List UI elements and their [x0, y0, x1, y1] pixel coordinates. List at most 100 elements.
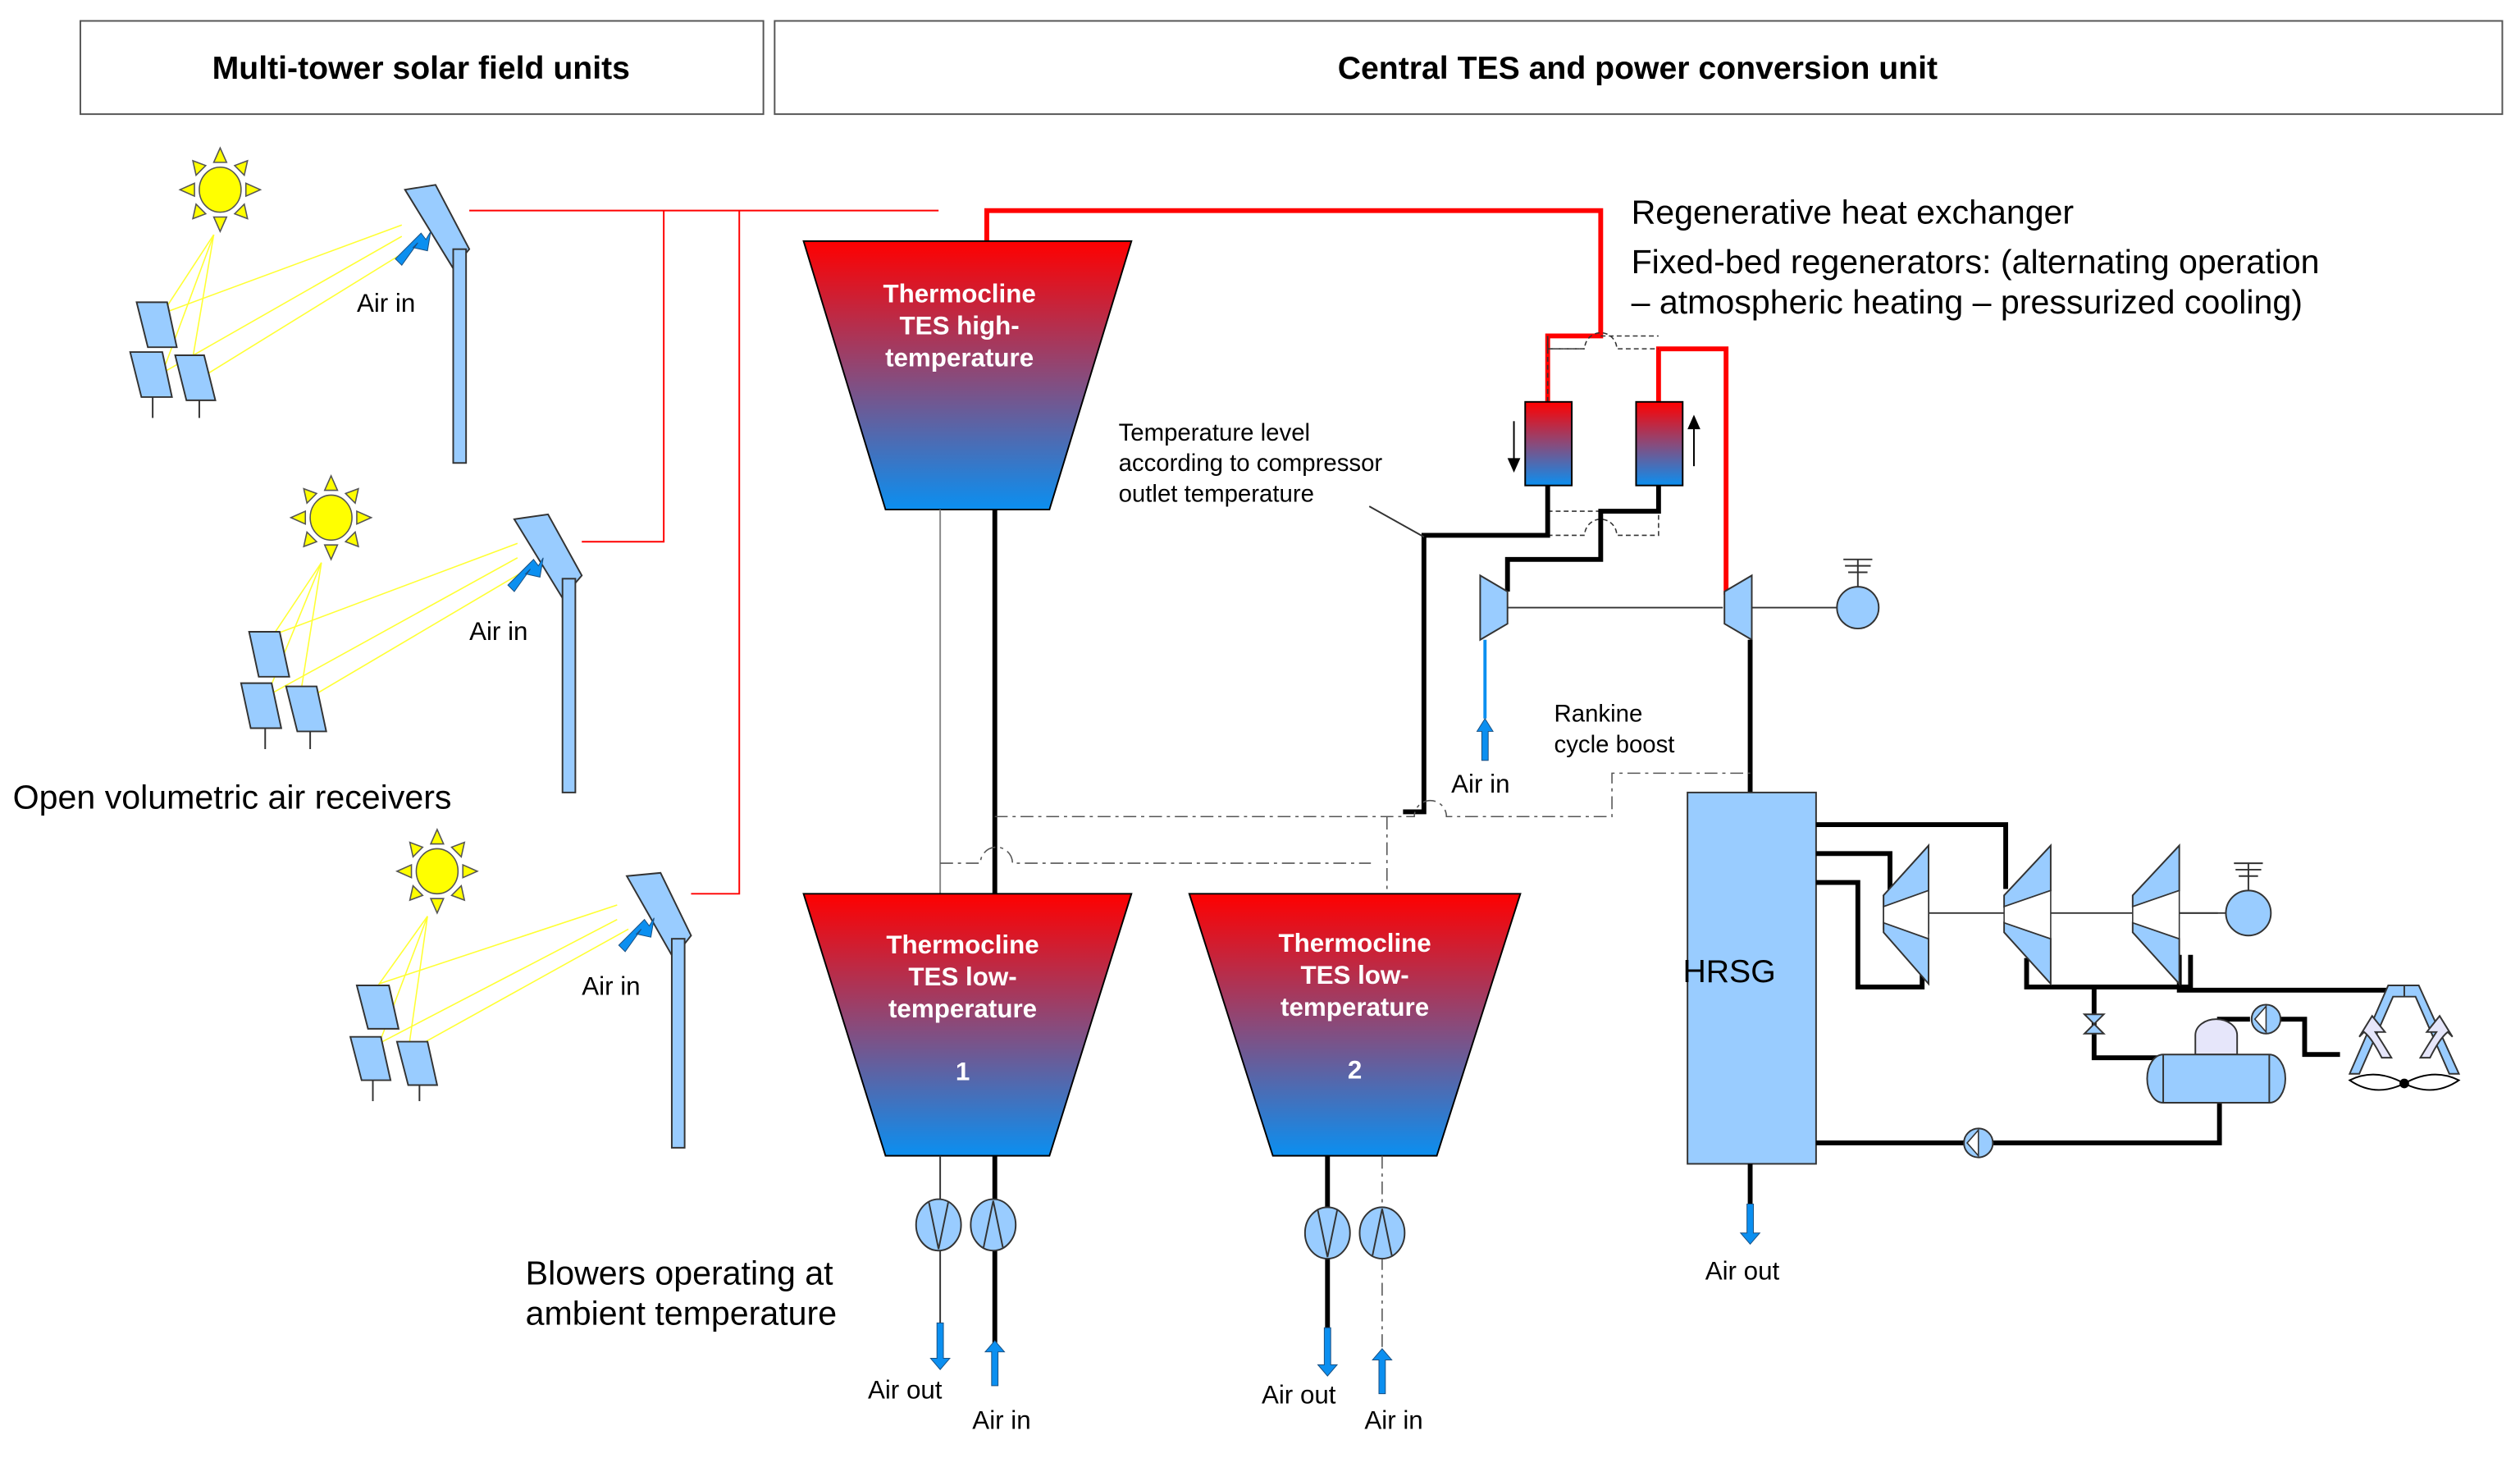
svg-text:outlet temperature: outlet temperature [1119, 480, 1314, 507]
blower-icon [970, 1198, 1017, 1252]
tes-connecting-pipes [939, 510, 998, 894]
steam-turbine-ip [2003, 843, 2052, 986]
heliostat-field [129, 301, 217, 418]
rankine-annotation: Rankine cycle boost [1554, 701, 1675, 758]
flow-down-arrow-icon [1507, 458, 1521, 473]
svg-text:temperature: temperature [888, 994, 1037, 1023]
svg-text:Thermocline: Thermocline [883, 279, 1035, 308]
feedwater-tank [2146, 1018, 2286, 1104]
steam-turbine-hp [1882, 843, 1929, 986]
header-solar-field: Multi-tower solar field units [79, 20, 765, 116]
blowers-annotation: Blowers operating at ambient temperature [526, 1254, 837, 1332]
svg-text:Rankine: Rankine [1554, 701, 1643, 728]
receiver-2 [513, 513, 583, 600]
gas-turbine-set: Air in [1451, 558, 1880, 798]
svg-text:ambient temperature: ambient temperature [526, 1294, 837, 1332]
svg-text:Thermocline: Thermocline [1278, 929, 1431, 958]
svg-text:Temperature level: Temperature level [1119, 419, 1310, 446]
tower-2-pole [561, 578, 577, 793]
air-in-arrow-icon [507, 557, 544, 592]
svg-text:Thermocline: Thermocline [886, 930, 1039, 959]
sun-icon [179, 147, 262, 232]
header-central-unit: Central TES and power conversion unit [774, 20, 2504, 116]
temp-level-annotation: Temperature level according to compresso… [1119, 419, 1383, 507]
tes-high-temperature-tank: Thermocline TES high- temperature [802, 240, 1133, 511]
svg-text:Blowers operating at: Blowers operating at [526, 1254, 833, 1291]
steam-cycle [1815, 822, 2461, 1159]
compressor [1479, 574, 1509, 642]
tes-low-temperature-tank-1: Thermocline TES low- temperature 1 [802, 893, 1133, 1157]
regen-desc-1: Fixed-bed regenerators: (alternating ope… [1632, 243, 2320, 281]
solar-tower-3: Air in [349, 829, 692, 1149]
air-in-arrow-icon [1476, 717, 1494, 761]
tank-number: 2 [1348, 1056, 1362, 1085]
tank-1-blowers: Air out Air in [868, 1155, 1031, 1435]
sun-icon [396, 829, 478, 914]
receivers-caption: Open volumetric air receivers [13, 778, 452, 816]
hrsg-label: HRSG [1682, 954, 1775, 990]
hrsg-air-out-label: Air out [1705, 1257, 1780, 1286]
regenerator-1 [1507, 400, 1573, 487]
sun-icon [290, 475, 372, 560]
compressed-air-pipes [1403, 485, 1661, 815]
tes-low-temperature-tank-2: Thermocline TES low- temperature 2 [1188, 893, 1522, 1157]
blower-icon [1358, 1206, 1406, 1260]
svg-text:according to compressor: according to compressor [1119, 450, 1383, 477]
svg-text:TES high-: TES high- [900, 312, 1020, 341]
steam-turbine-lp [2131, 843, 2180, 986]
hot-air-collector-lines [469, 209, 939, 895]
air-out-arrow-icon [929, 1322, 951, 1370]
tank-2-air-out-label: Air out [1262, 1380, 1336, 1409]
svg-text:temperature: temperature [1281, 993, 1429, 1022]
cooling-tower-condenser-icon [2348, 985, 2461, 1091]
air-out-arrow-icon [1739, 1203, 1761, 1245]
annotation-leader [1368, 505, 1425, 538]
header-solar-field-title: Multi-tower solar field units [212, 51, 630, 86]
tank-1-air-out-label: Air out [868, 1376, 943, 1405]
receiver-3 [625, 871, 692, 960]
heliostat-field [349, 985, 439, 1102]
tank-1-air-in-label: Air in [972, 1406, 1030, 1435]
bypass-dashdot-lines [940, 772, 1751, 894]
regenerator-annotation: Regenerative heat exchanger Fixed-bed re… [1632, 193, 2320, 321]
blower-icon [915, 1198, 962, 1252]
steam-generator-icon [2225, 889, 2272, 937]
svg-text:TES low-: TES low- [908, 962, 1016, 991]
receiver-1 [404, 184, 471, 270]
tower-3-air-label: Air in [582, 972, 640, 1001]
tank-2-blowers: Air out Air in [1262, 1155, 1423, 1435]
regen-desc-2: – atmospheric heating – pressurized cool… [1632, 283, 2303, 321]
solar-tower-2: Air in [240, 475, 583, 793]
tower-1-air-label: Air in [357, 289, 415, 318]
tank-number: 1 [956, 1058, 970, 1086]
gas-turbine [1723, 574, 1753, 642]
hrsg: HRSG Air out [1682, 791, 1817, 1286]
solar-tower-1: Air in [129, 147, 471, 464]
regenerator-2 [1635, 400, 1701, 487]
pump-icon [2250, 1003, 2282, 1035]
air-in-arrow-icon [1372, 1348, 1393, 1395]
grid-connection-icon [2234, 862, 2263, 891]
blower-icon [1303, 1206, 1351, 1260]
air-out-arrow-icon [1317, 1327, 1339, 1377]
svg-text:TES low-: TES low- [1300, 961, 1408, 990]
flow-up-arrow-icon [1687, 414, 1701, 430]
generator-icon [1836, 586, 1880, 630]
compressor-air-in-label: Air in [1451, 770, 1509, 798]
pump-icon [1963, 1127, 1994, 1159]
tower-2-air-label: Air in [469, 617, 527, 646]
regen-title: Regenerative heat exchanger [1632, 193, 2075, 231]
tower-3-pole [670, 938, 686, 1149]
grid-connection-icon [1843, 558, 1873, 587]
tank-2-air-in-label: Air in [1364, 1406, 1422, 1435]
svg-text:temperature: temperature [885, 344, 1034, 372]
header-central-unit-title: Central TES and power conversion unit [1338, 51, 1938, 86]
air-in-arrow-icon [395, 231, 431, 267]
air-in-arrow-icon [984, 1340, 1006, 1387]
valve-icon [2082, 1013, 2106, 1035]
heliostat-field [240, 630, 327, 749]
air-in-arrow-icon [618, 917, 655, 953]
tower-1-pole [452, 248, 468, 464]
svg-text:cycle boost: cycle boost [1554, 731, 1675, 758]
